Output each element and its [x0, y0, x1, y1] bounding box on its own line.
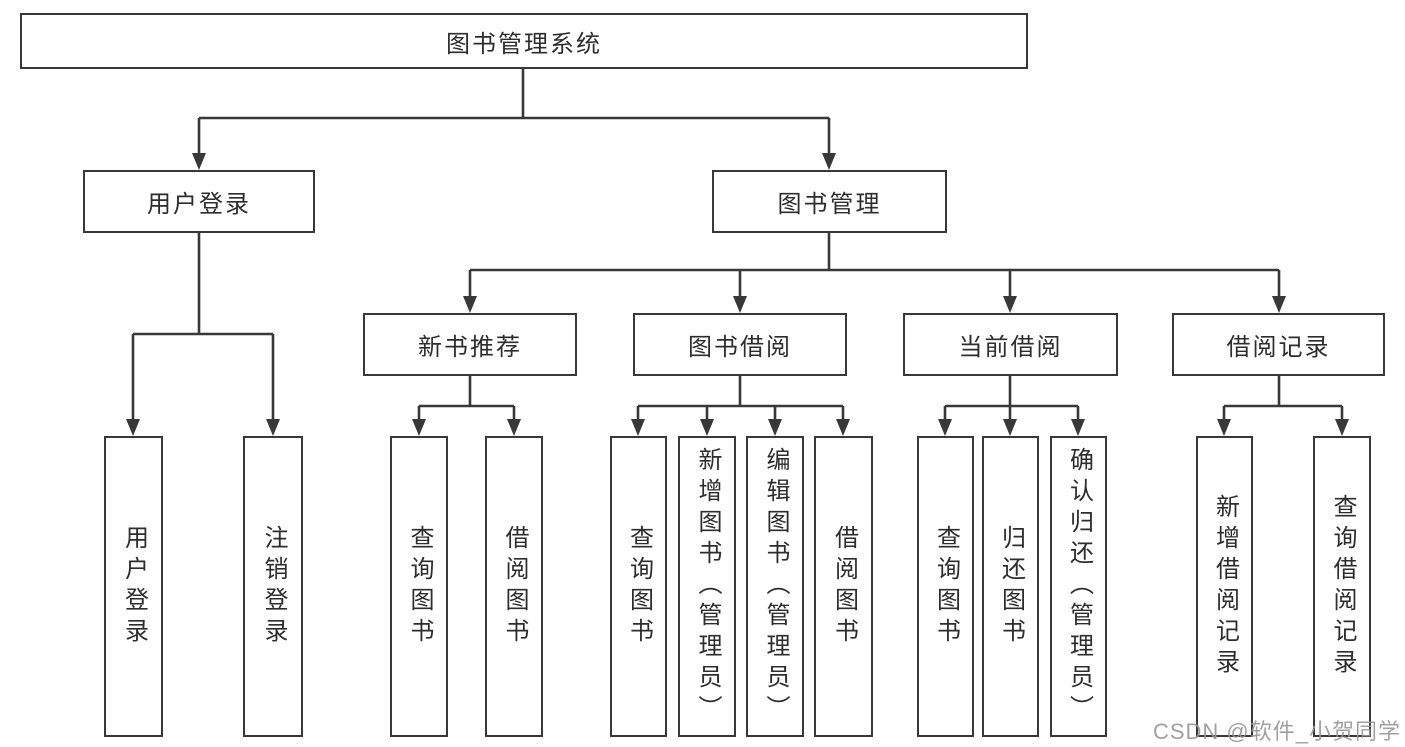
- node-borrow-record: 借阅记录: [1172, 313, 1385, 376]
- node-query-books-current: 查询图书: [917, 436, 974, 737]
- node-new-book-recommend: 新书推荐: [363, 313, 577, 376]
- node-logout: 注销登录: [243, 436, 303, 737]
- node-add-borrow-record: 新增借阅记录: [1196, 436, 1253, 737]
- node-confirm-return-admin: 确认归还（管理员）: [1050, 436, 1107, 737]
- node-book-management: 图书管理: [712, 170, 947, 233]
- node-user-login: 用户登录: [83, 170, 315, 233]
- node-add-books-admin: 新增图书（管理员）: [678, 436, 736, 737]
- node-edit-books-admin: 编辑图书（管理员）: [746, 436, 804, 737]
- node-book-borrow: 图书借阅: [633, 313, 847, 376]
- node-query-borrow-record: 查询借阅记录: [1313, 436, 1371, 737]
- node-borrow-books-recommend: 借阅图书: [485, 436, 543, 737]
- node-library-management-system: 图书管理系统: [20, 13, 1028, 69]
- csdn-watermark: CSDN @软件_小贺同学: [1152, 719, 1401, 744]
- node-user-login-action: 用户登录: [104, 436, 163, 737]
- node-borrow-books: 借阅图书: [814, 436, 873, 737]
- node-query-books-borrow: 查询图书: [610, 436, 667, 737]
- node-return-books: 归还图书: [982, 436, 1039, 737]
- node-current-borrow: 当前借阅: [903, 313, 1118, 376]
- arrowheads: [126, 153, 1349, 436]
- node-query-books-recommend: 查询图书: [390, 436, 448, 737]
